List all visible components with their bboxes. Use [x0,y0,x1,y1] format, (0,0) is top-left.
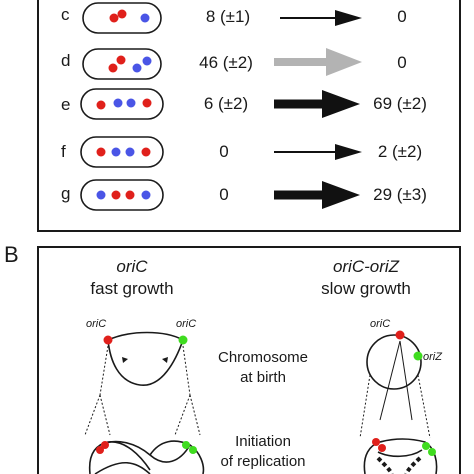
arrow-head [335,144,362,160]
left-count: 6 (±2) [204,94,248,113]
left-count: 0 [219,142,228,161]
row-d: d 46 (±2) 0 [61,48,407,80]
row-c: c 8 (±1) 0 [61,2,407,34]
blue-focus-dot [141,190,151,200]
blue-focus-dot [132,63,142,73]
row-letter: d [61,51,70,70]
blue-focus-dot [125,147,135,157]
right-chromosome-birth: oriC oriZ [366,318,443,390]
oric-green-dot [182,441,190,449]
red-focus-dot [117,9,127,19]
stage-birth-line2: at birth [240,369,286,386]
left-count: 46 (±2) [199,53,253,72]
oric-red-dot [101,441,109,449]
row-letter: e [61,95,70,114]
row-letter: g [61,184,70,203]
oric-red-dot [395,330,405,340]
left-guide-lines [84,345,201,436]
cell-outline [80,179,164,211]
oriz-green-dot [428,448,436,456]
blue-focus-dot [113,98,123,108]
oric-red-dot [103,335,113,345]
oric-label-right: oriC [176,318,196,330]
arrow-head [322,181,360,209]
right-column-title: oriC-oriZ [333,257,400,276]
chromosome-arc-lower [107,339,184,386]
panel-b: B oriC fast growth oriC-oriZ slow growth… [4,242,461,474]
left-column-title: oriC [116,257,148,276]
left-column-subtitle: fast growth [90,279,173,298]
cell-outline [80,136,164,168]
arrow-head [322,90,360,118]
oriz-label: oriZ [423,351,443,363]
right-count: 0 [397,53,406,72]
oric-green-dot [178,335,188,345]
panel-b-label: B [4,242,19,267]
left-count: 8 (±1) [206,7,250,26]
red-focus-dot [96,100,106,110]
red-focus-dot [141,147,151,157]
right-count: 69 (±2) [373,94,427,113]
oriz-green-dot [413,351,423,361]
arrow-head [335,10,362,26]
row-e: e 6 (±2) 69 (±2) [61,88,427,120]
row-letter: c [61,5,70,24]
oric-red-dot [372,438,380,446]
blue-focus-dot [142,56,152,66]
right-guide-lines [359,340,431,439]
red-focus-dot [125,190,135,200]
stage-initiation-line1: Initiation [235,433,291,450]
red-focus-dot [116,55,126,65]
right-count: 2 (±2) [378,142,422,161]
arrow-shaft [274,58,332,66]
blue-focus-dot [140,13,150,23]
row-letter: f [61,142,66,161]
blue-focus-dot [126,98,136,108]
red-focus-dot [109,13,119,23]
chromosome-circle [366,334,422,390]
replication-arrowhead [162,357,168,363]
row-g: g 0 29 (±3) [61,179,427,211]
red-focus-dot [96,147,106,157]
replication-arrowhead [122,357,128,363]
red-focus-dot [142,98,152,108]
oric-label-left: oriC [86,318,106,330]
right-chromosome-initiation [363,438,438,474]
panel-a: c 8 (±1) 0 d 46 (±2) 0 e [37,0,461,232]
left-chromosome-initiation [88,440,205,474]
panel-b-frame [37,246,461,474]
right-column-subtitle: slow growth [321,279,411,298]
red-focus-dot [111,190,121,200]
panel-a-frame [37,0,461,232]
oric-label: oriC [370,318,390,330]
right-count: 0 [397,7,406,26]
oric-red-dot [96,446,104,454]
oriz-green-dot [422,442,430,450]
blue-focus-dot [96,190,106,200]
arrow-head [326,48,362,76]
left-chromosome-birth: oriC oriC [86,318,196,386]
red-focus-dot [108,63,118,73]
stage-initiation-line2: of replication [220,453,305,470]
right-count: 29 (±3) [373,185,427,204]
oric-green-dot [189,446,197,454]
stage-birth-line1: Chromosome [218,349,308,366]
chromosome-arc-upper [107,331,184,341]
left-count: 0 [219,185,228,204]
blue-focus-dot [111,147,121,157]
row-f: f 0 2 (±2) [61,136,422,168]
oric-red-dot [378,444,386,452]
